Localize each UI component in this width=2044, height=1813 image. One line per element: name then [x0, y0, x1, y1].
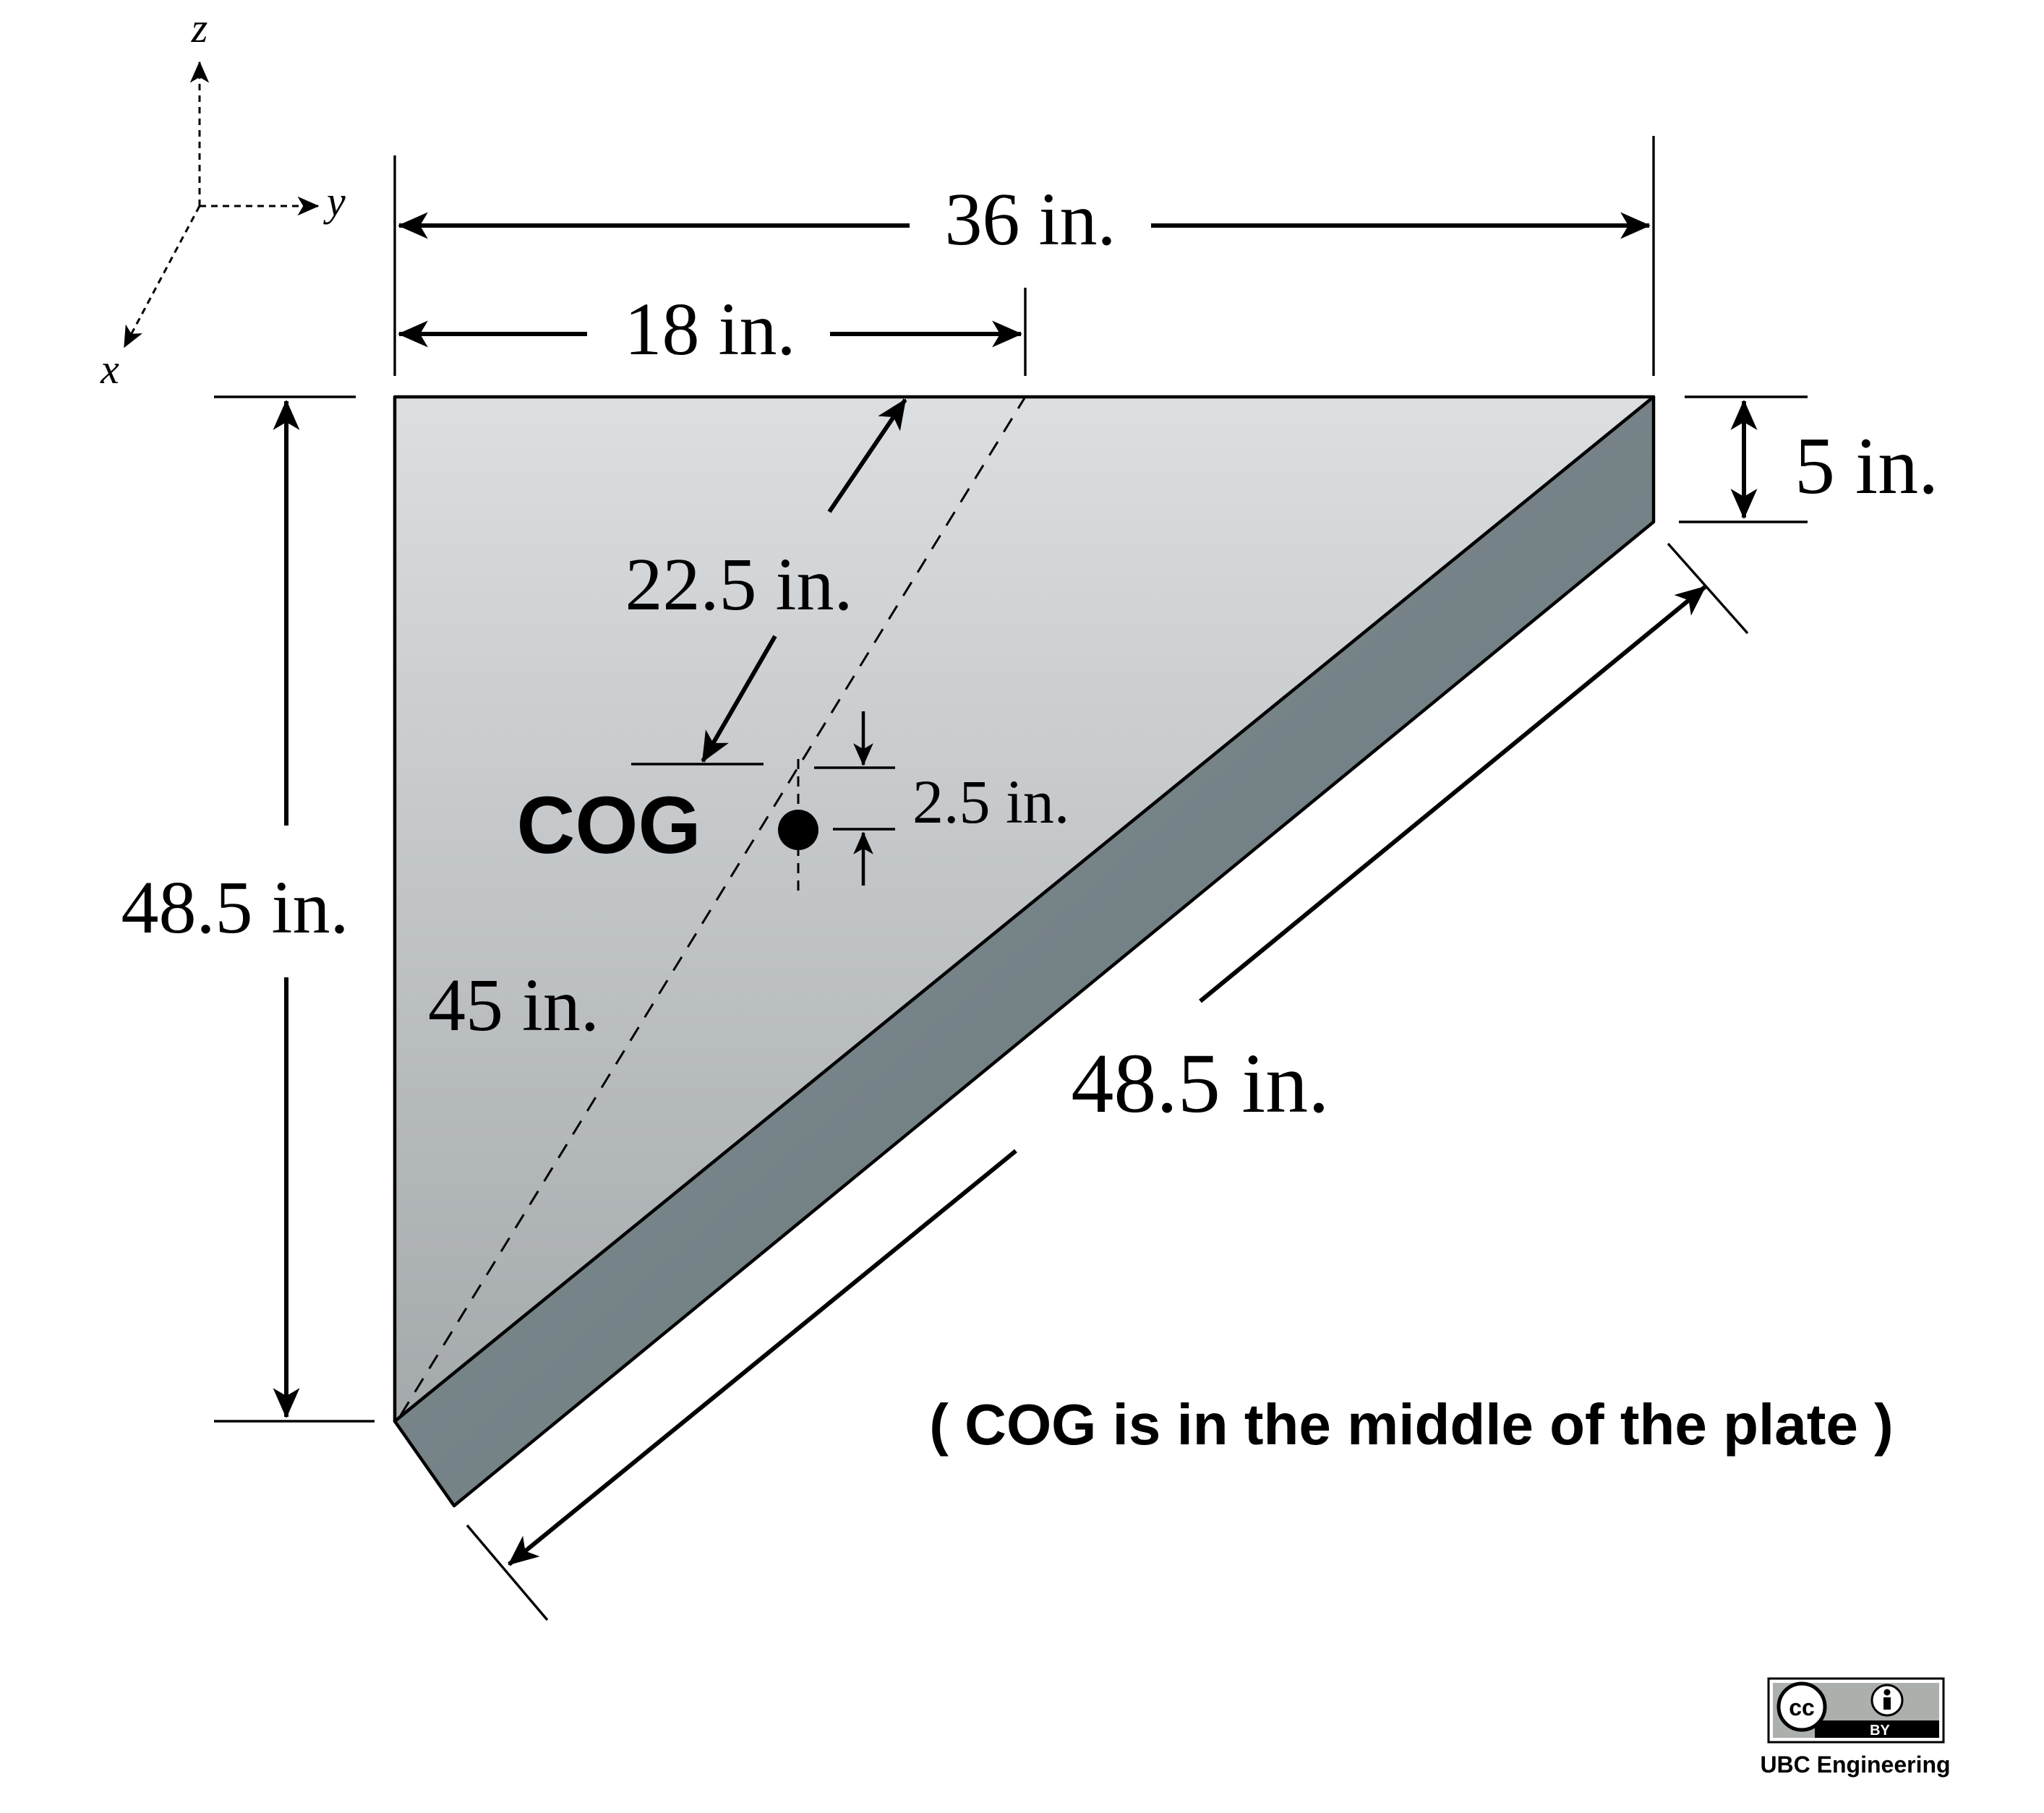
- credit-text: UBC Engineering: [1760, 1752, 1950, 1778]
- dimension-hypotenuse: 48.5 in.: [508, 585, 1706, 1566]
- dim-label-45: 45 in.: [428, 964, 599, 1047]
- dimension-half-width: 18 in.: [397, 288, 1023, 371]
- triangular-plate: [393, 395, 1656, 1508]
- dimension-left-height: 48.5 in.: [121, 399, 349, 1419]
- dimension-cog-distance: 22.5 in.: [625, 398, 907, 763]
- dim-label-left-48-5: 48.5 in.: [121, 866, 349, 949]
- extension-lines: [214, 136, 1808, 1621]
- plate-top-face: [393, 395, 1656, 1423]
- cog-label: COG: [516, 780, 701, 870]
- dim-label-2-5: 2.5 in.: [912, 767, 1069, 836]
- dim-label-5: 5 in.: [1795, 421, 1938, 511]
- by-badge-label: BY: [1870, 1723, 1890, 1739]
- dim-label-36: 36 in.: [945, 178, 1116, 261]
- coordinate-axes: z y x: [100, 4, 346, 393]
- dim-label-18: 18 in.: [625, 288, 796, 371]
- dim-label-22-5: 22.5 in.: [625, 543, 853, 626]
- x-axis-line: [123, 205, 201, 348]
- cc-by-license-badge: cc BY UBC Engineering: [1760, 1677, 1951, 1778]
- dimension-cog-depth: 2.5 in.: [853, 711, 1069, 886]
- median-dashed-line: [399, 396, 1027, 1416]
- dimension-overall-width: 36 in.: [397, 178, 1651, 261]
- cc-icon: [1776, 1681, 1827, 1732]
- cc-icon-label: cc: [1789, 1694, 1815, 1720]
- y-axis-label: y: [323, 178, 346, 225]
- x-axis-label: x: [100, 346, 119, 393]
- dim-label-hyp-48-5: 48.5 in.: [1071, 1036, 1329, 1131]
- dimension-thickness: 5 in.: [1730, 399, 1938, 520]
- z-axis-label: z: [191, 4, 208, 51]
- cog-note: ( COG is in the middle of the plate ): [929, 1392, 1893, 1457]
- cog-marker: COG: [516, 780, 818, 870]
- cog-dot: [778, 810, 818, 850]
